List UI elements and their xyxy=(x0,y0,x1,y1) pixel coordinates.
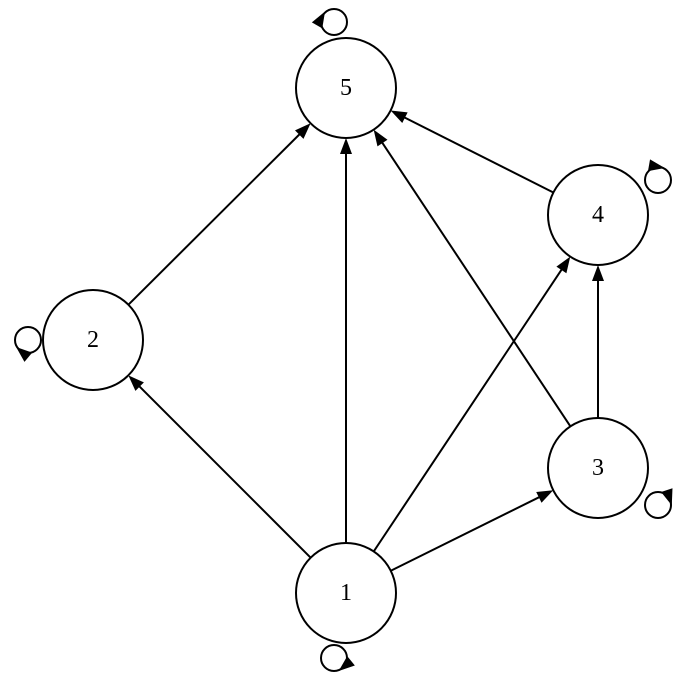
edge-line xyxy=(400,115,554,194)
self-loop-3 xyxy=(644,491,672,519)
arrowhead-icon xyxy=(373,129,388,147)
self-loop-arrowhead-icon xyxy=(338,656,355,671)
self-loop-5 xyxy=(320,8,348,36)
node-circle xyxy=(295,37,397,139)
edge-3-to-5 xyxy=(379,139,572,427)
edge-1-to-2 xyxy=(136,383,312,559)
self-loop-arrowhead-icon xyxy=(311,11,326,29)
node-circle xyxy=(42,289,144,391)
node-label: 5 xyxy=(340,75,352,101)
arrowhead-icon xyxy=(340,138,352,154)
edge-line xyxy=(127,131,303,306)
node-5[interactable]: 5 xyxy=(295,37,397,139)
self-loop-arrowhead-icon xyxy=(661,488,673,506)
node-4[interactable]: 4 xyxy=(547,164,649,266)
node-3[interactable]: 3 xyxy=(547,417,649,519)
arrowhead-icon xyxy=(536,490,554,503)
self-loop-arrowhead-icon xyxy=(16,346,33,362)
node-label: 3 xyxy=(592,455,604,481)
edge-line xyxy=(372,266,565,552)
arrowhead-icon xyxy=(556,256,571,274)
edge-1-to-4 xyxy=(372,266,565,552)
node-circle xyxy=(547,417,649,519)
node-label: 4 xyxy=(592,202,604,228)
node-label: 2 xyxy=(87,327,99,353)
arrowhead-icon xyxy=(390,110,408,124)
edge-line xyxy=(136,383,312,559)
self-loop-arrowhead-icon xyxy=(647,159,665,172)
edge-line xyxy=(379,139,572,427)
arrowhead-icon xyxy=(295,123,311,139)
arrowhead-icon xyxy=(128,375,144,391)
node-label: 1 xyxy=(340,580,352,606)
arrowhead-icon xyxy=(592,265,604,281)
edge-line xyxy=(390,494,543,572)
node-circle xyxy=(295,542,397,644)
node-circle xyxy=(547,164,649,266)
edge-4-to-5 xyxy=(400,115,554,194)
node-1[interactable]: 1 xyxy=(295,542,397,644)
edge-2-to-5 xyxy=(127,131,303,306)
node-2[interactable]: 2 xyxy=(42,289,144,391)
edge-1-to-3 xyxy=(390,494,543,572)
